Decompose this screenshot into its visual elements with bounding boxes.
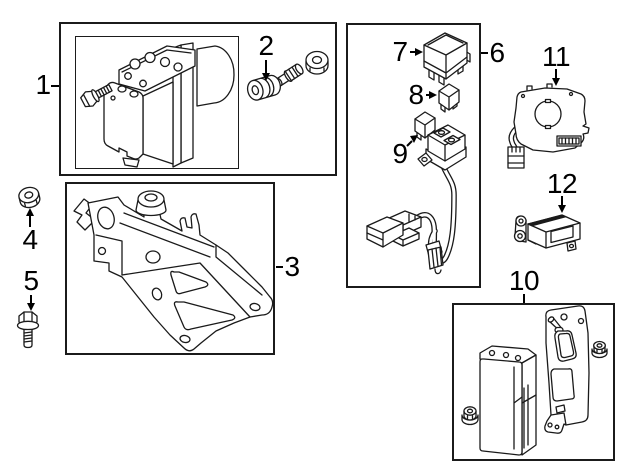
callout-10: 10 — [508, 265, 540, 296]
relay-8-drawing — [438, 83, 460, 113]
relay-7-drawing — [423, 32, 471, 86]
abs-bolt-drawing — [80, 83, 113, 108]
bracket-grommet-drawing — [135, 190, 167, 217]
steering-sensor-drawing — [507, 83, 590, 169]
group-box-part-6 — [346, 23, 481, 288]
lock-nut-left-drawing — [461, 406, 479, 426]
module-kit-drawing — [461, 305, 608, 456]
abs-bracket-drawing — [73, 190, 274, 352]
nut-drawing — [18, 186, 41, 209]
callout-12: 12 — [546, 168, 578, 199]
harness-connectors-drawing — [366, 210, 422, 248]
leader-5 — [27, 295, 35, 311]
inner-box-abs-unit — [75, 36, 239, 169]
leader-2 — [262, 60, 270, 81]
leader-11 — [552, 69, 560, 86]
callout-9: 9 — [392, 138, 408, 169]
insulator-hardware-drawing — [246, 50, 329, 101]
leader-7 — [410, 48, 423, 56]
group-box-part-1 — [59, 22, 337, 176]
callout-7: 7 — [392, 36, 408, 67]
leader-9 — [406, 135, 418, 147]
callout-6: 6 — [489, 37, 505, 68]
callout-3: 3 — [284, 251, 300, 282]
lock-nut-right-drawing — [591, 340, 608, 359]
group-box-part-3 — [65, 182, 275, 355]
sensor-window-drawing — [556, 135, 582, 147]
sensor-connector-drawing — [507, 146, 525, 169]
callout-4: 4 — [22, 224, 38, 255]
leader-8 — [426, 91, 437, 99]
callout-1: 1 — [35, 69, 51, 100]
group-box-part-10 — [452, 303, 615, 461]
control-module-drawing — [479, 345, 537, 456]
relay-kit-drawing — [366, 32, 471, 275]
abs-actuator-drawing — [80, 42, 235, 168]
leader-12 — [558, 196, 566, 213]
callout-5: 5 — [23, 265, 39, 296]
bolt-drawing — [16, 311, 40, 349]
callout-2: 2 — [258, 30, 274, 61]
callout-11: 11 — [541, 41, 571, 72]
small-connector-drawing — [425, 240, 444, 275]
leader-4 — [26, 208, 34, 227]
callout-8: 8 — [408, 79, 424, 110]
bushing-drawing — [246, 74, 281, 101]
yaw-sensor-drawing — [513, 214, 581, 252]
relay-socket-drawing — [417, 124, 467, 171]
module-bracket-drawing — [544, 305, 590, 434]
grommet-nut-drawing — [305, 50, 329, 75]
